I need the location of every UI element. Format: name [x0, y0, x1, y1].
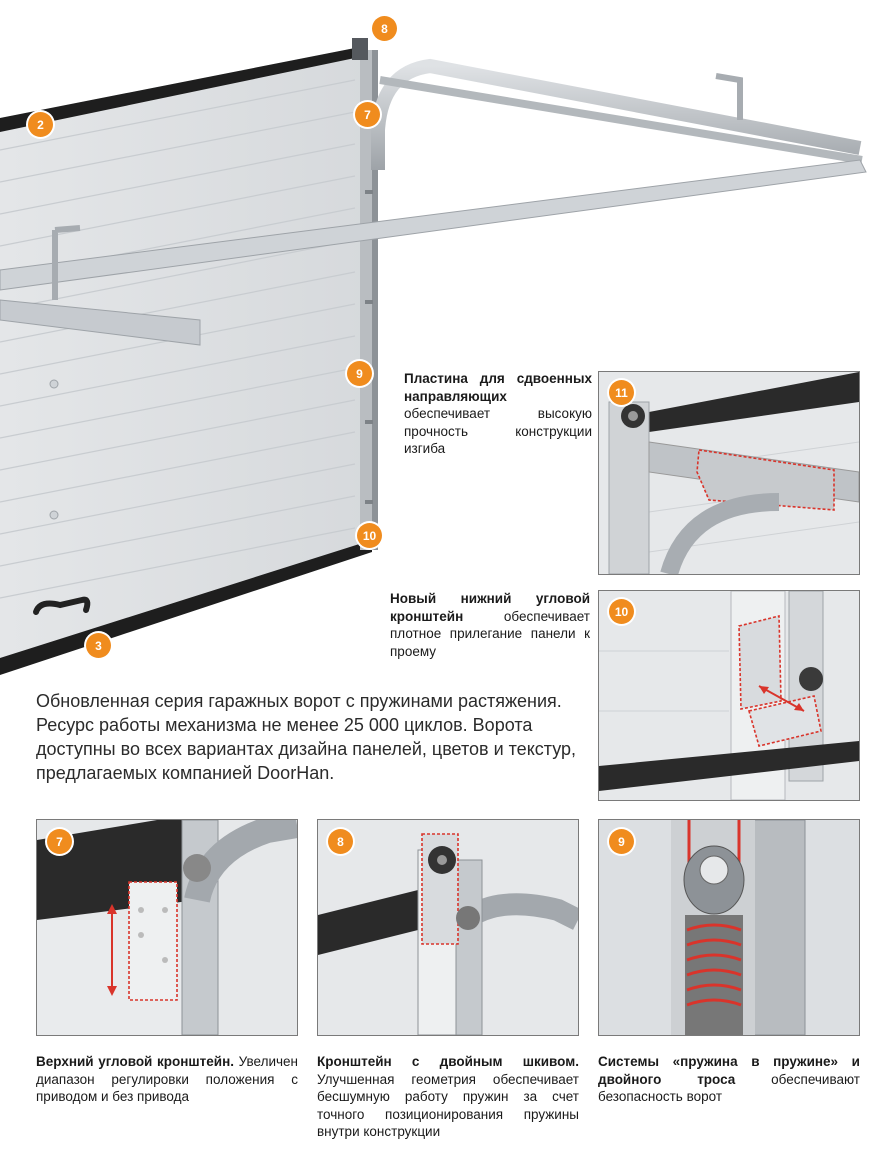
callout-plate-bold: Пластина для сдвоенных направляющих	[404, 371, 592, 404]
feature-pulley-bold: Кронштейн с двойным шкивом.	[317, 1054, 579, 1069]
highlight-plate	[696, 449, 835, 511]
photo-double-pulley: 8	[317, 819, 579, 1036]
marker-10: 10	[357, 523, 382, 548]
callout-plate-text: Пластина для сдвоенных направляющих обес…	[404, 370, 592, 458]
marker-8-detail: 8	[328, 829, 353, 854]
marker-10-detail: 10	[609, 599, 634, 624]
marker-8: 8	[372, 16, 397, 41]
feature-top-bracket-bold: Верхний угловой кронштейн.	[36, 1054, 235, 1069]
door-panel	[0, 48, 372, 672]
door-handle	[33, 596, 91, 615]
door-drawing	[0, 38, 867, 675]
callout-lower-bracket-body: обеспечивает плотное прилегание панели к…	[390, 608, 590, 659]
callout-plate-body: обеспечивает высокую прочность конструкц…	[404, 406, 592, 457]
panel-grooves	[0, 79, 356, 599]
marker-7: 7	[355, 102, 380, 127]
marker-7-detail: 7	[47, 829, 72, 854]
feature-pulley-text: Кронштейн с двойным шкивом. Улучшенная г…	[317, 1053, 579, 1141]
marker-3: 3	[86, 633, 111, 658]
intro-text: Обновленная серия гаражных ворот с пружи…	[36, 691, 577, 783]
marker-11: 11	[609, 380, 634, 405]
highlight-top-bracket	[128, 881, 178, 1001]
photo-plate: 11	[598, 371, 860, 575]
feature-top-bracket-text: Верхний угловой кронштейн. Увеличен диап…	[36, 1053, 298, 1106]
feature-top-bracket-body: Увеличен диапазон регулировки положения …	[36, 1054, 298, 1105]
main-door-illustration: 2 3 7 8 9 10	[0, 16, 867, 675]
feature-spring-body: обеспечивают безопасность ворот	[598, 1071, 860, 1105]
feature-spring-text: Системы «пружина в пружине» и двойного т…	[598, 1053, 860, 1106]
marker-2: 2	[28, 112, 53, 137]
top-seal	[0, 48, 355, 132]
feature-spring-bold: Системы «пружина в пружине» и двойного т…	[598, 1054, 860, 1087]
marker-9: 9	[347, 361, 372, 386]
photo-lower-bracket: 10	[598, 590, 860, 801]
feature-pulley-body: Улучшенная геометрия обеспечивает бесшум…	[317, 1071, 579, 1140]
marker-9-detail: 9	[609, 829, 634, 854]
diagonal-rail	[0, 159, 867, 291]
callout-lower-bracket-text: Новый нижний угловой кронштейн обеспечив…	[390, 590, 590, 660]
callout-lower-bracket-bold: Новый нижний угловой кронштейн	[390, 591, 590, 624]
photo-top-bracket: 7	[36, 819, 298, 1036]
photo-spring-system: 9	[598, 819, 860, 1036]
